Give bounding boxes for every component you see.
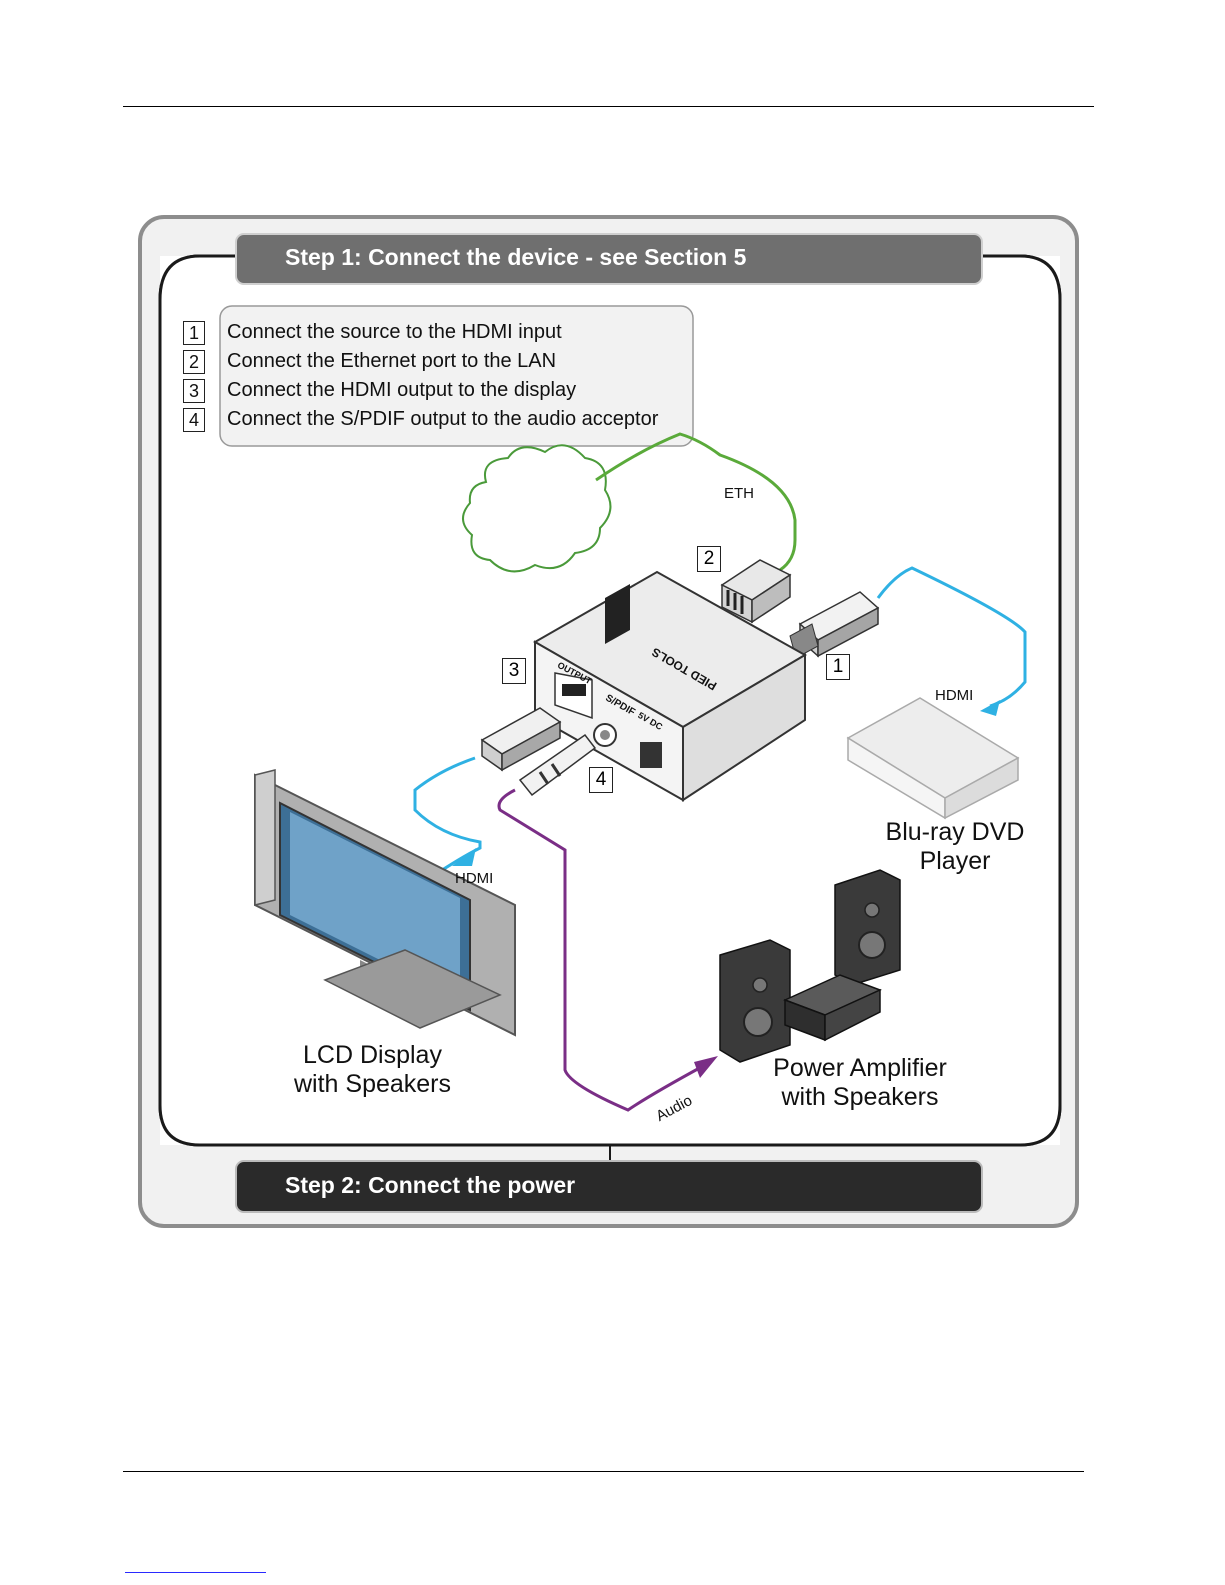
instruction-text: Connect the S/PDIF output to the audio a… — [227, 408, 659, 430]
step-number: 4 — [183, 407, 205, 432]
step2-header-bar — [235, 1160, 983, 1213]
device-box — [532, 570, 808, 802]
audio-cable — [497, 788, 706, 1112]
callout-3: 3 — [502, 658, 526, 684]
hdmi-input-cable-label: HDMI — [935, 687, 974, 704]
instruction-text: Connect the HDMI output to the display — [227, 379, 577, 401]
lcd-label: LCD Display with Speakers — [270, 1041, 475, 1099]
bluray-label-line1: Blu-ray DVD — [885, 818, 1025, 846]
step1-title: Step 1: Connect the device - see Section… — [285, 244, 747, 270]
top-rule — [123, 106, 1094, 107]
footer-link-underline[interactable] — [125, 1572, 266, 1573]
amp-label-line2: with Speakers — [781, 1083, 939, 1111]
step-number: 1 — [183, 320, 205, 345]
step1-header-bar — [235, 233, 983, 285]
amp-label: Power Amplifier with Speakers — [745, 1054, 975, 1112]
step-number: 3 — [183, 378, 205, 403]
hdmi-input-cable — [876, 566, 1027, 708]
instruction-panel — [219, 305, 694, 447]
step-number: 2 — [183, 349, 205, 374]
instruction-text: Connect the Ethernet port to the LAN — [227, 350, 557, 372]
hdmi-output-cable-label: HDMI — [455, 870, 494, 887]
bottom-rule — [123, 1471, 1084, 1472]
step2-title: Step 2: Connect the power — [285, 1172, 576, 1198]
amp-label-line1: Power Amplifier — [773, 1054, 947, 1082]
eth-cable — [595, 432, 797, 572]
bluray-label-line2: Player — [919, 847, 991, 875]
hdmi-input-connector-icon — [789, 591, 880, 659]
lcd-label-line1: LCD Display — [303, 1041, 442, 1069]
instruction-text: Connect the source to the HDMI input — [227, 321, 562, 343]
speakers-amplifier-icon — [719, 869, 901, 1063]
bluray-player-icon — [846, 697, 1020, 820]
callout-1: 1 — [826, 654, 850, 680]
instruction-item: 3 Connect the HDMI output to the display — [183, 376, 658, 405]
hdmi-output-connector-icon — [480, 707, 562, 772]
instruction-item: 2 Connect the Ethernet port to the LAN — [183, 347, 658, 376]
lcd-display-icon — [254, 769, 516, 1037]
instruction-item: 4 Connect the S/PDIF output to the audio … — [183, 405, 658, 434]
lcd-label-line2: with Speakers — [293, 1070, 452, 1098]
hdmi-output-cable — [413, 756, 482, 880]
eth-cable-label: ETH — [724, 485, 754, 502]
instruction-item: 1 Connect the source to the HDMI input — [183, 318, 658, 347]
spdif-connector-icon — [518, 733, 597, 797]
lan-cloud-icon — [462, 444, 612, 573]
callout-4: 4 — [589, 767, 613, 793]
rj45-connector-icon — [720, 559, 792, 624]
callout-2: 2 — [697, 546, 721, 572]
bluray-label: Blu-ray DVD Player — [860, 818, 1050, 876]
